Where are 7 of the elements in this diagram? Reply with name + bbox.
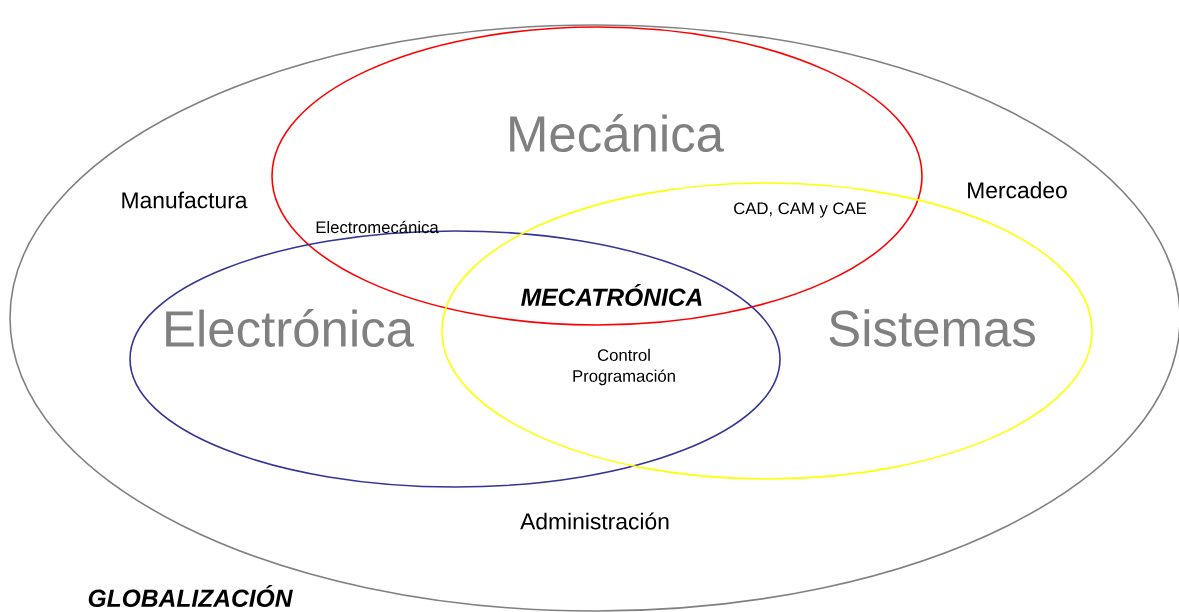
heading-label: GLOBALIZACIÓN	[88, 585, 293, 607]
area-label: CAD, CAM y CAE	[734, 202, 867, 218]
area-label: Mercadeo	[968, 181, 1067, 199]
area-label: Administración	[520, 512, 669, 530]
area-label: Manufactura	[122, 191, 248, 209]
area-label: Control Programación	[573, 348, 675, 386]
heading-label: MECATRÓNICA	[521, 284, 702, 306]
